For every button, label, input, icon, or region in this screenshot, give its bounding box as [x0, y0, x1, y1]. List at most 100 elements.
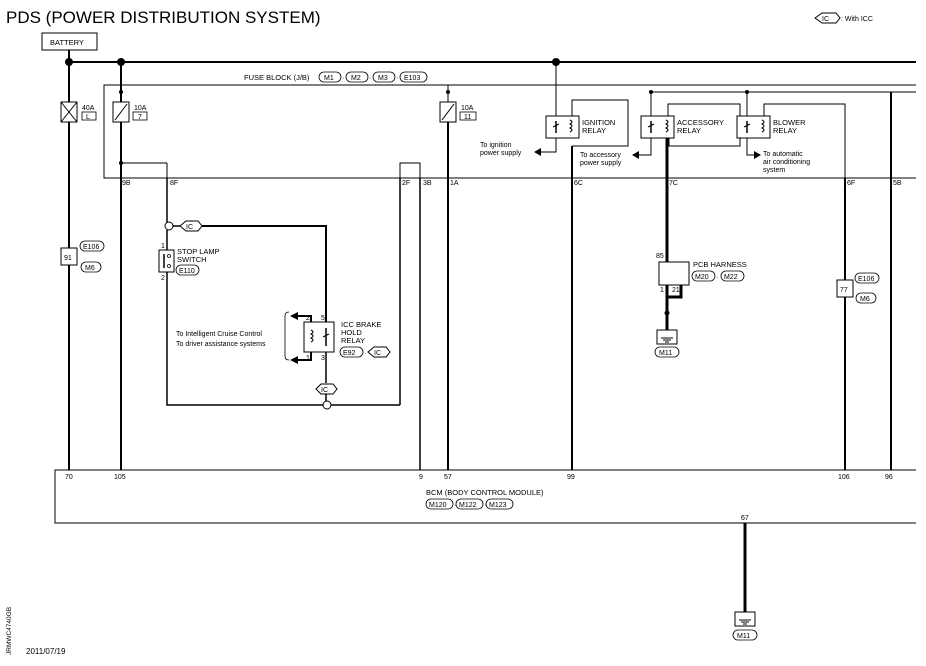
- legend-code: IC: [822, 16, 829, 23]
- svg-text:99: 99: [567, 474, 575, 481]
- icc-conn-sep: ·: [364, 350, 366, 357]
- svg-text:57: 57: [444, 474, 452, 481]
- svg-text:1A: 1A: [450, 180, 459, 187]
- accessory-supply-1: To accessory: [580, 152, 621, 159]
- ignition-supply-2: power supply: [480, 150, 522, 157]
- conn-e106b-label: E106: [858, 276, 874, 283]
- bcm-pin-67: 67: [741, 515, 749, 522]
- svg-text:2F: 2F: [402, 180, 410, 187]
- pcb-label: PCB HARNESS: [693, 260, 747, 269]
- icc-pin-1: 1: [306, 355, 310, 362]
- svg-text:M1: M1: [324, 75, 334, 82]
- diagram-title: PDS (POWER DISTRIBUTION SYSTEM): [6, 8, 321, 27]
- bcm-conn-2: M122: [459, 502, 477, 509]
- icc-label-3: RELAY: [341, 336, 365, 345]
- svg-text:E103: E103: [404, 75, 420, 82]
- fuse-7-id: 7: [138, 114, 142, 121]
- svg-text:106: 106: [838, 474, 850, 481]
- bcm-box: [54, 469, 916, 524]
- legend: IC : With ICC: [814, 12, 873, 24]
- ignition-supply-1: To ignition: [480, 142, 512, 149]
- bcm-conn-3: M123: [489, 502, 507, 509]
- icc-pin-5: 5: [321, 315, 325, 322]
- svg-text:5B: 5B: [893, 180, 902, 187]
- stop-lamp-switch-icon: [158, 249, 175, 273]
- ignition-relay-icon: [545, 115, 580, 139]
- conn-77-label: 77: [840, 287, 848, 294]
- fuse-block-label: FUSE BLOCK (J/B) M1 · M2 · M3 · E103: [244, 71, 428, 83]
- svg-text:105: 105: [114, 474, 126, 481]
- ground-conn-upper: M11: [659, 350, 672, 357]
- svg-text:6C: 6C: [574, 180, 583, 187]
- conn-e106-label: E106: [83, 244, 99, 251]
- svg-text:9B: 9B: [122, 180, 131, 187]
- pcb-conn-sep: ·: [716, 274, 718, 281]
- bcm-conn-sep1: ·: [454, 502, 456, 509]
- ground-icon-lower: [734, 611, 756, 627]
- stop-lamp-label-2: SWITCH: [177, 255, 207, 264]
- svg-text:7C: 7C: [669, 180, 678, 187]
- svg-text:M2: M2: [351, 75, 361, 82]
- icc-label-2: HOLD: [341, 328, 362, 337]
- accessory-relay-label-1: ACCESSORY: [677, 118, 724, 127]
- icc-note-1: To Intelligent Cruise Control: [176, 331, 262, 338]
- battery-label: BATTERY: [50, 38, 84, 47]
- stop-lamp-pin2: 2: [161, 275, 165, 282]
- bcm-label: BCM (BODY CONTROL MODULE): [426, 488, 544, 497]
- ground-icon-upper: [656, 329, 678, 345]
- aircon-supply-3: system: [763, 167, 785, 174]
- svg-text:6F: 6F: [847, 180, 855, 187]
- aircon-supply-1: To automatic: [763, 151, 803, 158]
- bcm-conn-sep2: ·: [484, 502, 486, 509]
- accessory-supply-2: power supply: [580, 160, 622, 167]
- bcm-conn-1: M120: [429, 502, 447, 509]
- legend-text: : With ICC: [841, 16, 873, 23]
- blower-relay-label-2: RELAY: [773, 126, 797, 135]
- icc-label-1: ICC BRAKE: [341, 320, 381, 329]
- icc-brake-hold-relay-icon: [303, 321, 335, 353]
- diagram-code: JRMWC4740GB: [6, 607, 13, 655]
- conn-91-label: 91: [64, 255, 72, 262]
- stop-lamp-pin1: 1: [161, 243, 165, 250]
- fuse-11-id: 11: [464, 114, 471, 121]
- svg-text:·: ·: [396, 75, 398, 82]
- svg-text:·: ·: [342, 75, 344, 82]
- svg-text:3B: 3B: [423, 180, 432, 187]
- accessory-relay-label-2: RELAY: [677, 126, 701, 135]
- svg-text:70: 70: [65, 474, 73, 481]
- icc-pin-2: 2: [306, 315, 310, 322]
- ic-tag-2: IC: [374, 350, 381, 357]
- svg-text:·: ·: [369, 75, 371, 82]
- ic-tag-3: IC: [321, 387, 328, 394]
- ignition-relay-label-2: RELAY: [582, 126, 606, 135]
- fuse-7-amp: 10A: [134, 105, 147, 112]
- bcm-pins: 70 105 9 57 99 106 96: [65, 474, 893, 481]
- stop-lamp-conn: E110: [179, 268, 195, 275]
- ignition-relay-label-1: IGNITION: [582, 118, 615, 127]
- conn-m6b-label: M6: [860, 296, 870, 303]
- fuse-40a-amp: 40A: [82, 105, 95, 112]
- svg-text:96: 96: [885, 474, 893, 481]
- blower-relay-icon: [736, 115, 771, 139]
- ground-conn-lower: M11: [737, 633, 750, 640]
- icc-conn: E92: [343, 350, 356, 357]
- stop-lamp-label-1: STOP LAMP: [177, 247, 220, 256]
- icc-pin-3: 3: [321, 355, 325, 362]
- blower-relay-label-1: BLOWER: [773, 118, 806, 127]
- pcb-harness-icon: [658, 261, 690, 286]
- svg-text:9: 9: [419, 474, 423, 481]
- diagram-date: 2011/07/19: [26, 647, 66, 656]
- ic-tag-1: IC: [186, 224, 193, 231]
- pcb-conn-1: M20: [695, 274, 709, 281]
- accessory-relay-icon: [640, 115, 675, 139]
- svg-text:FUSE BLOCK (J/B): FUSE BLOCK (J/B): [244, 73, 310, 82]
- aircon-supply-2: air conditioning: [763, 159, 810, 166]
- icc-note-2: To driver assistance systems: [176, 341, 266, 348]
- pcb-pin-21: 21: [672, 287, 680, 294]
- pcb-conn-2: M22: [724, 274, 738, 281]
- svg-text:M3: M3: [378, 75, 388, 82]
- fuse-block-terminals: 9B 8F 2F 3B 1A 6C 7C 6F 5B: [122, 180, 902, 187]
- pcb-pin-85: 85: [656, 253, 664, 260]
- fuse-11-amp: 10A: [461, 105, 474, 112]
